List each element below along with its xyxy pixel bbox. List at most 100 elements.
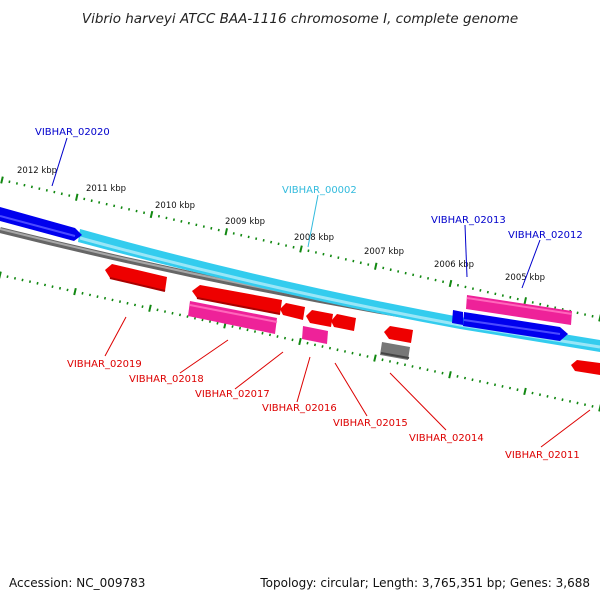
- gene-label-00002[interactable]: VIBHAR_00002: [282, 185, 357, 196]
- gene-label-02014[interactable]: VIBHAR_02014: [409, 433, 484, 444]
- scale-tick: [58, 286, 62, 290]
- gene-arrow-02016[interactable]: [306, 310, 333, 327]
- scale-tick: [486, 290, 489, 294]
- scale-tick: [171, 311, 174, 315]
- scale-tick: [367, 263, 370, 266]
- gene-label-02012[interactable]: VIBHAR_02012: [508, 230, 583, 241]
- scale-label: 2007 kbp: [364, 247, 404, 257]
- scale-tick: [83, 197, 86, 201]
- gene-label-02016[interactable]: VIBHAR_02016: [262, 403, 337, 414]
- gene-arrow-02018[interactable]: [192, 285, 282, 315]
- scale-tick: [120, 206, 123, 209]
- gene-arrow-02014[interactable]: [384, 326, 413, 343]
- scale-tick: [23, 183, 26, 187]
- gene-arrow-02019[interactable]: [105, 264, 167, 292]
- gene-arrow-02011[interactable]: [571, 360, 600, 375]
- scale-tick: [344, 258, 347, 261]
- callout-lines: [51, 137, 591, 448]
- gene-arrow-02017b[interactable]: [280, 303, 305, 320]
- scale-label: 2006 kbp: [434, 260, 474, 270]
- scale-tick: [576, 311, 579, 315]
- gene-box-02012[interactable]: [466, 295, 573, 325]
- scale-tick: [427, 277, 430, 280]
- gene-box-02017[interactable]: [188, 301, 278, 334]
- scale-tick: [66, 288, 69, 292]
- scale-tick: [366, 355, 369, 358]
- scale-tick: [404, 271, 407, 275]
- scale-tick: [598, 314, 600, 322]
- scale-tick: [148, 304, 152, 312]
- scale-tick: [509, 295, 512, 299]
- scale-tick: [442, 280, 445, 284]
- scale-tick: [268, 333, 272, 337]
- scale-tick: [187, 221, 190, 225]
- scale-tick: [471, 287, 474, 290]
- scale-tick: [501, 385, 504, 388]
- gene-box-02016[interactable]: [302, 326, 328, 344]
- other-feature-grey[interactable]: [380, 342, 410, 360]
- scale-label: 2005 kbp: [505, 273, 545, 283]
- scale-tick: [195, 223, 198, 227]
- scale-tick: [45, 189, 48, 192]
- scale-tick: [43, 283, 47, 287]
- gene-arrow-02015[interactable]: [331, 314, 356, 331]
- scale-tick: [283, 336, 287, 340]
- scale-tick: [523, 387, 527, 396]
- scale-tick: [180, 220, 183, 223]
- scale-tick: [329, 254, 332, 258]
- gene-label-02018[interactable]: VIBHAR_02018: [129, 374, 204, 385]
- gene-label-02019[interactable]: VIBHAR_02019: [67, 359, 142, 370]
- scale-tick: [38, 187, 41, 190]
- scale-tick: [584, 313, 587, 316]
- scale-tick: [224, 228, 228, 236]
- gene-label-02017[interactable]: VIBHAR_02017: [195, 389, 270, 400]
- scale-tick: [270, 240, 273, 244]
- gene-label-02020[interactable]: VIBHAR_02020: [35, 127, 110, 138]
- gene-label-02013[interactable]: VIBHAR_02013: [431, 215, 506, 226]
- scale-tick: [321, 345, 324, 348]
- scale-tick: [561, 398, 564, 402]
- scale-tick: [591, 404, 594, 408]
- scale-tick: [21, 278, 24, 282]
- scale-tick: [546, 394, 549, 398]
- scale-tick: [456, 283, 459, 287]
- scale-tick: [418, 366, 422, 370]
- scale-tick: [60, 192, 63, 196]
- scale-tick: [126, 301, 129, 305]
- scale-tick: [448, 371, 452, 379]
- scale-tick: [433, 370, 437, 373]
- gene-arrow-02013[interactable]: [452, 310, 568, 341]
- scale-tick: [299, 245, 303, 253]
- scale-tick: [553, 396, 557, 400]
- scale-tick: [598, 404, 600, 412]
- scale-tick: [531, 391, 534, 395]
- scale-tick: [172, 218, 175, 221]
- scale-tick: [262, 239, 265, 242]
- scale-tick: [441, 371, 444, 375]
- scale-tick: [373, 354, 377, 362]
- scale-tick: [81, 291, 84, 295]
- gene-label-02015[interactable]: VIBHAR_02015: [333, 418, 408, 429]
- scale-tick: [389, 268, 392, 272]
- scale-tick: [313, 343, 317, 347]
- scale-tick: [28, 280, 32, 284]
- gene-label-02011[interactable]: VIBHAR_02011: [505, 450, 580, 461]
- scale-tick: [388, 360, 392, 363]
- scale-tick: [90, 199, 93, 203]
- scale-tick: [591, 314, 594, 318]
- scale-tick: [322, 252, 325, 256]
- scale-tick: [216, 321, 219, 325]
- scale-tick: [253, 330, 257, 333]
- scale-labels: 2012 kbp 2011 kbp 2010 kbp 2009 kbp 2008…: [17, 166, 545, 283]
- scale-tick: [568, 399, 572, 403]
- scale-tick: [247, 235, 250, 239]
- gene-arrow-02020[interactable]: [0, 207, 82, 241]
- scale-tick: [531, 301, 534, 304]
- scale-tick: [141, 305, 144, 308]
- scale-tick: [508, 386, 512, 390]
- scale-tick: [231, 325, 234, 328]
- scale-tick: [210, 226, 213, 230]
- scale-tick: [103, 296, 107, 300]
- scale-tick: [157, 214, 160, 218]
- scale-tick: [149, 210, 154, 219]
